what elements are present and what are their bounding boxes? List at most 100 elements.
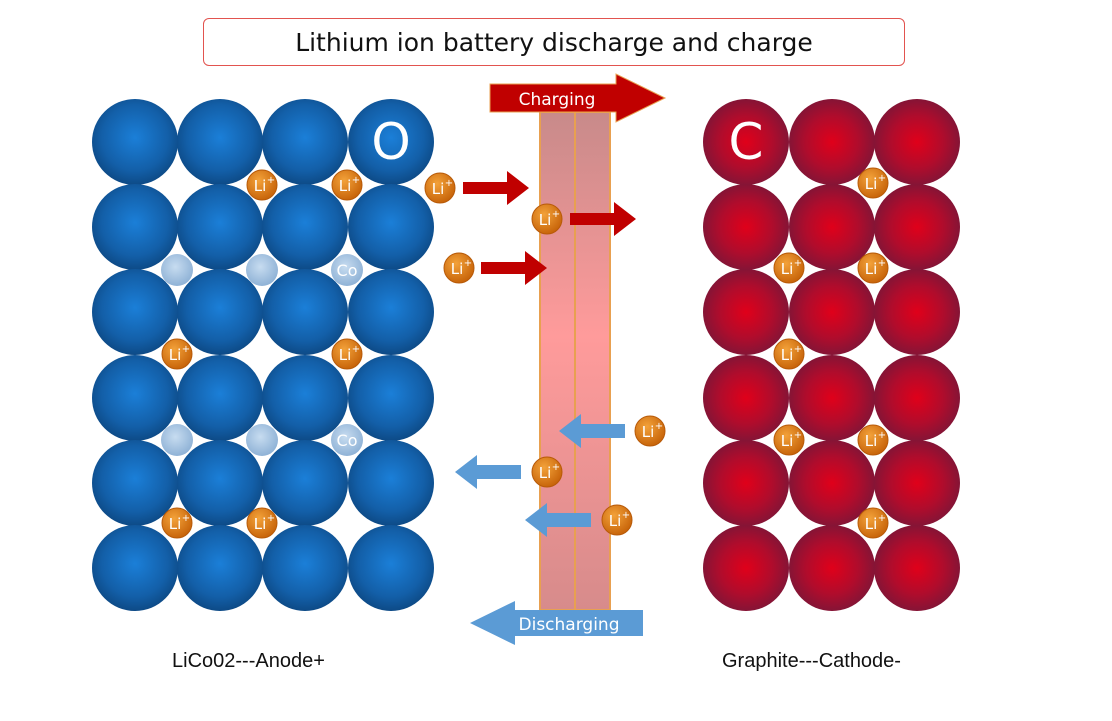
carbon-atom xyxy=(703,355,789,441)
carbon-atom xyxy=(874,440,960,526)
lithium-label: Li xyxy=(642,423,655,441)
anode-caption: LiCo02---Anode+ xyxy=(172,650,325,672)
carbon-atom xyxy=(874,525,960,611)
carbon-atom xyxy=(789,355,875,441)
charge-sign: + xyxy=(878,513,886,524)
oxygen-atom xyxy=(348,440,434,526)
lithium-label: Li xyxy=(339,177,352,195)
carbon-atom xyxy=(789,525,875,611)
oxygen-atom xyxy=(177,184,263,270)
lithium-ion: Li+ xyxy=(424,172,456,204)
oxygen-atom xyxy=(177,525,263,611)
carbon-atom xyxy=(703,269,789,355)
lithium-label: Li xyxy=(781,432,794,450)
charge-sign: + xyxy=(182,344,190,355)
oxygen-atom xyxy=(348,525,434,611)
lithium-ion: Li+ xyxy=(331,338,363,370)
charge-sign: + xyxy=(794,344,802,355)
lithium-ion: Li+ xyxy=(246,169,278,201)
lithium-ion: Li+ xyxy=(443,252,475,284)
charge-sign: + xyxy=(878,430,886,441)
charge-sign: + xyxy=(464,258,472,269)
lithium-ion: Li+ xyxy=(857,507,889,539)
oxygen-atom xyxy=(348,355,434,441)
lithium-ion: Li+ xyxy=(857,252,889,284)
lithium-label: Li xyxy=(539,464,552,482)
oxygen-atom xyxy=(92,99,178,185)
diagram-title: Lithium ion battery discharge and charge xyxy=(203,18,905,66)
carbon-atom xyxy=(703,440,789,526)
oxygen-atom xyxy=(92,184,178,270)
lithium-label: Li xyxy=(865,515,878,533)
charge-sign: + xyxy=(622,510,630,521)
charge-sign: + xyxy=(878,173,886,184)
carbon-atom xyxy=(789,184,875,270)
oxygen-atom xyxy=(348,99,434,185)
cobalt-label: Co xyxy=(337,431,358,450)
lithium-label: Li xyxy=(865,175,878,193)
lithium-label: Li xyxy=(539,211,552,229)
discharging-arrow xyxy=(470,601,643,645)
cobalt-atom xyxy=(246,254,278,286)
carbon-atom xyxy=(789,440,875,526)
lithium-label: Li xyxy=(609,512,622,530)
lithium-ion: Li+ xyxy=(331,169,363,201)
oxygen-atom xyxy=(177,440,263,526)
lithium-ion: Li+ xyxy=(857,167,889,199)
charge-flow-arrow xyxy=(570,202,636,236)
carbon-atom xyxy=(703,99,789,185)
charge-sign: + xyxy=(182,513,190,524)
oxygen-atom xyxy=(262,440,348,526)
discharge-flow-arrow xyxy=(559,414,625,448)
lithium-label: Li xyxy=(865,260,878,278)
cobalt-atom xyxy=(246,424,278,456)
carbon-atom xyxy=(874,355,960,441)
charge-sign: + xyxy=(552,209,560,220)
charge-sign: + xyxy=(794,430,802,441)
oxygen-atom xyxy=(92,525,178,611)
discharging-label: Discharging xyxy=(519,615,620,635)
charge-flow-arrow xyxy=(463,171,529,205)
oxygen-atom xyxy=(262,99,348,185)
lithium-label: Li xyxy=(169,515,182,533)
lithium-ion: Li+ xyxy=(773,424,805,456)
lithium-label: Li xyxy=(781,346,794,364)
lithium-label: Li xyxy=(781,260,794,278)
lithium-label: Li xyxy=(254,515,267,533)
oxygen-atom xyxy=(262,184,348,270)
separator-right-plate xyxy=(574,111,611,611)
lithium-ion: Li+ xyxy=(531,203,563,235)
lithium-ion: Li+ xyxy=(531,456,563,488)
charging-label: Charging xyxy=(519,90,596,110)
cobalt-atom xyxy=(331,424,363,456)
oxygen-atom xyxy=(177,269,263,355)
ion-flow-arrows xyxy=(455,171,636,537)
lithium-label: Li xyxy=(432,180,445,198)
lithium-ion: Li+ xyxy=(773,252,805,284)
lithium-label: Li xyxy=(865,432,878,450)
oxygen-symbol: O xyxy=(371,113,410,171)
charge-sign: + xyxy=(352,344,360,355)
oxygen-atom xyxy=(262,525,348,611)
carbon-atom xyxy=(874,269,960,355)
charge-sign: + xyxy=(352,175,360,186)
cobalt-atom xyxy=(161,254,193,286)
carbon-atom xyxy=(874,99,960,185)
oxygen-atom xyxy=(92,269,178,355)
lithium-ion: Li+ xyxy=(161,338,193,370)
carbon-symbol: C xyxy=(729,113,764,171)
lithium-label: Li xyxy=(451,260,464,278)
charge-sign: + xyxy=(445,178,453,189)
lithium-ion: Li+ xyxy=(773,338,805,370)
charge-sign: + xyxy=(267,513,275,524)
charge-sign: + xyxy=(267,175,275,186)
carbon-atom xyxy=(789,269,875,355)
oxygen-atom xyxy=(177,99,263,185)
charge-sign: + xyxy=(878,258,886,269)
cobalt-atom xyxy=(331,254,363,286)
cathode-caption: Graphite---Cathode- xyxy=(722,650,901,672)
oxygen-atom xyxy=(348,269,434,355)
oxygen-atom xyxy=(177,355,263,441)
charge-sign: + xyxy=(552,462,560,473)
